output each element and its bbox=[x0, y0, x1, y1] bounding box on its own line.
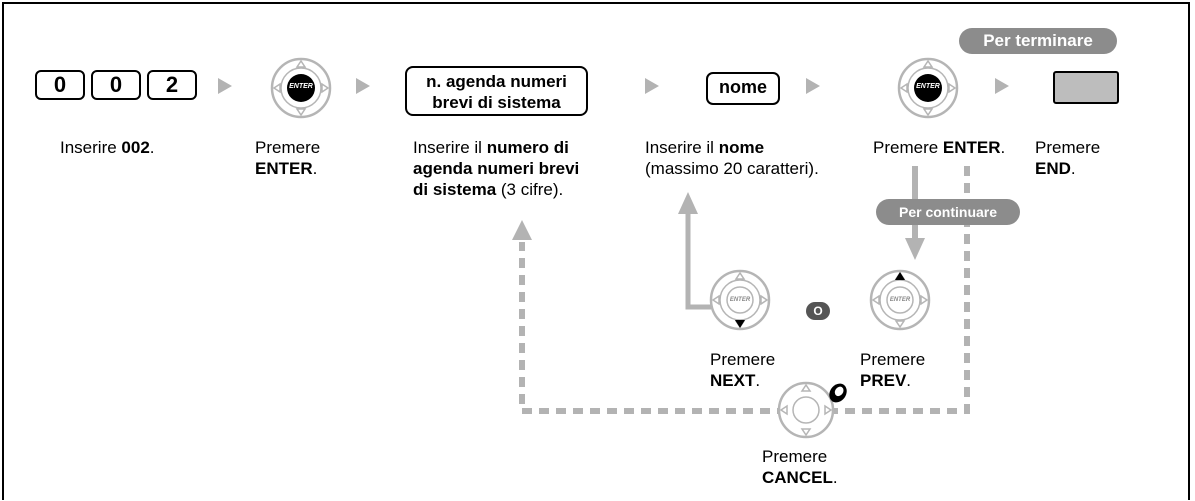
prev-pad bbox=[869, 269, 931, 331]
continue-bubble: Per continuare bbox=[876, 199, 1020, 225]
enter-pad-2 bbox=[897, 57, 959, 119]
enter-pad-1 bbox=[270, 57, 332, 119]
enter-glyph-next: ENTER bbox=[729, 297, 751, 303]
or-bubble: O bbox=[806, 302, 830, 320]
cancel-pad bbox=[777, 381, 835, 439]
end-key bbox=[1053, 71, 1119, 104]
arrow-3 bbox=[645, 78, 659, 94]
continue-arrowhead bbox=[905, 238, 925, 260]
cancel-loop-arrowhead bbox=[512, 220, 532, 240]
key-speed-dial-number: n. agenda numeri brevi di sistema bbox=[405, 66, 588, 116]
enter-glyph-2: ENTER bbox=[916, 83, 940, 90]
step4-caption: Inserire il nome(massimo 20 caratteri). bbox=[645, 138, 819, 178]
arrow-5 bbox=[995, 78, 1009, 94]
arrow-4 bbox=[806, 78, 820, 94]
next-loop-arrowhead bbox=[678, 192, 698, 214]
step1-caption: Inserire 002. bbox=[60, 138, 155, 157]
key-digit-2: 2 bbox=[147, 70, 197, 100]
enter-glyph-1: ENTER bbox=[289, 83, 313, 90]
key-digit-0-second: 0 bbox=[91, 70, 141, 100]
enter-glyph-prev: ENTER bbox=[889, 297, 911, 303]
next-pad bbox=[709, 269, 771, 331]
cancel-dashed-loop bbox=[519, 166, 970, 414]
arrow-1 bbox=[218, 78, 232, 94]
arrow-2 bbox=[356, 78, 370, 94]
key-digit-0-first: 0 bbox=[35, 70, 85, 100]
key-name: nome bbox=[706, 72, 780, 105]
next-loop-line bbox=[685, 213, 711, 310]
step5-caption: Premere ENTER. bbox=[873, 138, 1006, 157]
finish-bubble: Per terminare bbox=[959, 28, 1117, 54]
cancel-button-icon bbox=[829, 383, 847, 403]
